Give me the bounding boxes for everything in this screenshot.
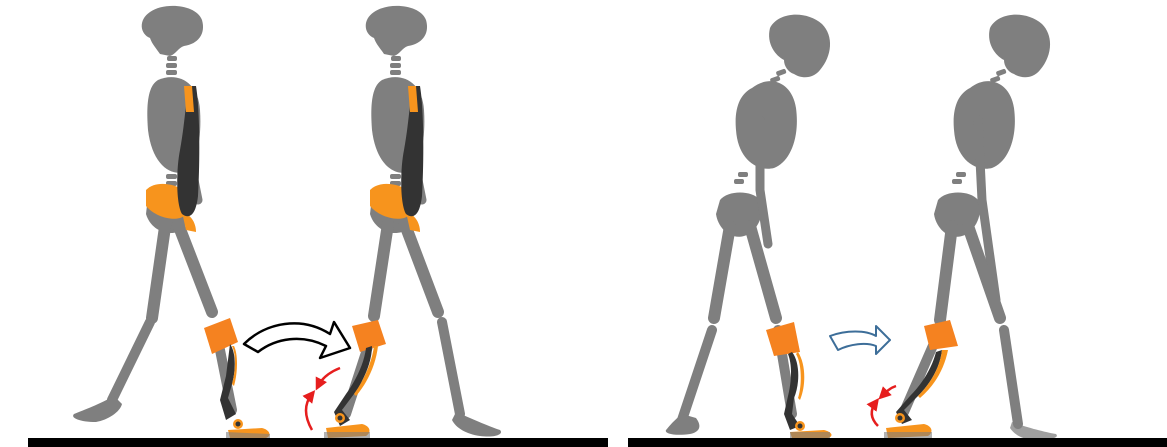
ground-line: [28, 438, 608, 447]
rotation-arrow-icon: [306, 394, 312, 430]
skeleton-walking-icon: [324, 6, 501, 438]
skeleton-walking-icon: [884, 15, 1057, 440]
rotation-arrow-icon: [318, 368, 340, 386]
right-panel: [628, 15, 1167, 447]
skeleton-walking-icon: [73, 6, 270, 438]
black-outline-arrow-icon: [244, 322, 350, 358]
skeleton-walking-icon: [666, 15, 832, 438]
rotation-arrow-icon: [882, 386, 896, 396]
blue-outline-arrow-icon: [830, 326, 890, 354]
ground-line: [628, 438, 1167, 447]
rotation-arrow-icon: [872, 402, 878, 426]
left-panel: [28, 6, 608, 447]
